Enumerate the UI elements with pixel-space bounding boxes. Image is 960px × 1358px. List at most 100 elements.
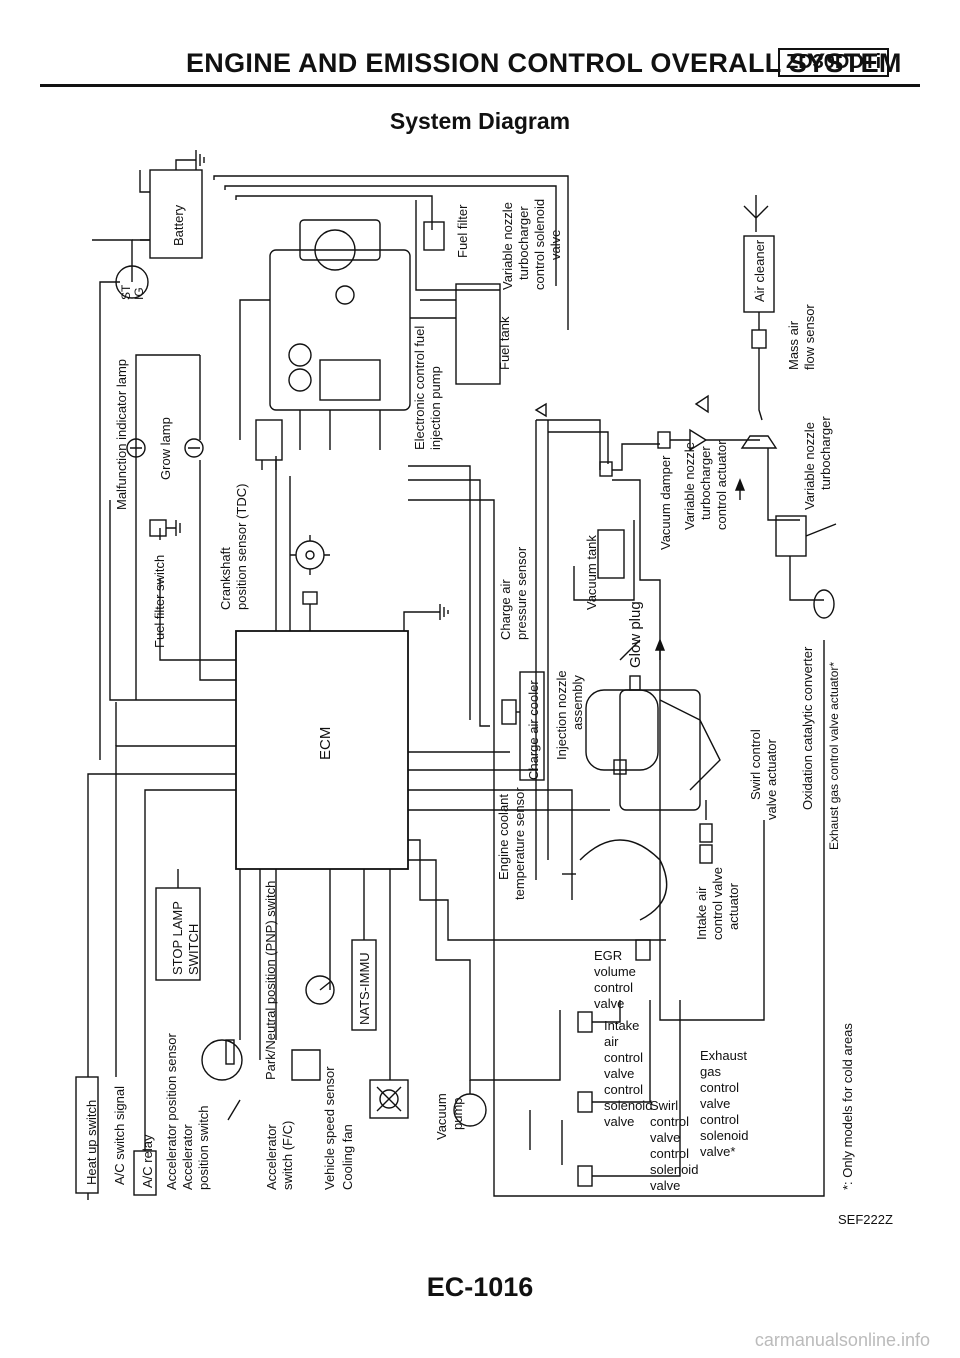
intake-air-valve-actuator: [699, 844, 713, 864]
engine-code-badge: ZD30DDTi: [778, 48, 890, 77]
svg-text:control: control: [650, 1146, 689, 1161]
engine-block: [619, 689, 701, 811]
injection-pump: [239, 219, 411, 470]
label-vnt-actuator-2: turbocharger: [698, 446, 713, 520]
label-fuel-filter: Fuel filter: [455, 204, 470, 258]
swirl-valve-actuator: [699, 823, 713, 843]
vehicle-speed-sensor: [305, 975, 335, 1005]
label-vehicle-speed-sensor: Vehicle speed sensor: [322, 1066, 337, 1190]
svg-text:valve: valve: [594, 996, 624, 1011]
swirl-control-actuator-sensor: [613, 759, 627, 775]
svg-text:solenoid: solenoid: [604, 1098, 652, 1113]
label-glow-plug: Glow plug: [627, 601, 644, 668]
turbocharger: [740, 435, 778, 449]
egr-label-stack: EGR volume control valve: [594, 948, 636, 1011]
label-ecm: ECM: [317, 727, 334, 760]
cooling-fan-box: [369, 1079, 409, 1119]
svg-text:EGR: EGR: [594, 948, 622, 963]
svg-text:Swirl: Swirl: [650, 1098, 678, 1113]
svg-text:control: control: [594, 980, 633, 995]
fuel-filter: [423, 221, 445, 251]
vacuum-tank: [597, 529, 625, 579]
label-cooling-fan: Cooling fan: [340, 1124, 355, 1190]
label-crankshaft-2: position sensor (TDC): [234, 484, 249, 610]
page-title: System Diagram: [389, 108, 571, 134]
glow-plug: [629, 675, 641, 691]
label-stop-lamp-2: SWITCH: [186, 924, 201, 975]
label-intake-air-actuator-2: control valve: [710, 867, 725, 940]
svg-text:valve: valve: [604, 1114, 634, 1129]
egr-control-valve: [635, 939, 651, 961]
label-vnt-solenoid-3: control solenoid: [532, 199, 547, 290]
mass-air-flow-sensor: [751, 329, 767, 349]
svg-text:Intake: Intake: [604, 1018, 639, 1033]
svg-text:control: control: [604, 1050, 643, 1065]
label-injection-pump-2: injection pump: [428, 366, 443, 450]
svg-text:valve: valve: [650, 1178, 680, 1193]
label-accel-switch-fc-2: switch (F/C): [280, 1121, 295, 1190]
label-heat-up-switch: Heat up switch: [84, 1100, 99, 1185]
crankshaft-sensor: [302, 591, 318, 605]
label-grow-lamp: Grow lamp: [158, 417, 173, 480]
charge-air-cooler: [519, 671, 545, 781]
ignition-switch: [115, 265, 149, 299]
label-ac-switch-signal: A/C switch signal: [112, 1086, 127, 1185]
label-vacuum-damper: Vacuum damper: [658, 455, 673, 550]
exhaust-gas-solenoid-label-stack: Exhaust gas control valve control soleno…: [700, 1048, 748, 1159]
vnt-solenoid-valve: [599, 461, 613, 477]
intake-manifold: [585, 689, 659, 771]
label-vnt-solenoid-2: turbocharger: [516, 206, 531, 280]
label-nats-immu: NATS-IMMU: [357, 952, 372, 1025]
label-ac-relay: A/C relay: [140, 1134, 155, 1188]
label-maf-1: Mass air: [786, 320, 801, 370]
svg-text:volume: volume: [594, 964, 636, 979]
label-charge-air-cooler: Charge air cooler: [526, 680, 541, 780]
svg-text:solenoid: solenoid: [650, 1162, 698, 1177]
label-intake-air-actuator-3: actuator: [726, 882, 741, 930]
svg-text:valve: valve: [650, 1130, 680, 1145]
label-charge-air-pressure-1: Charge air: [498, 579, 513, 640]
label-ignition-ig: IG: [132, 287, 146, 300]
swirl-solenoid: [577, 1091, 593, 1113]
label-vnt-solenoid-1: Variable nozzle: [500, 202, 515, 290]
label-accel-position-switch-2: position switch: [196, 1105, 211, 1190]
label-coolant-sensor-2: temperature sensor: [512, 787, 527, 900]
label-coolant-sensor-1: Engine coolant: [496, 794, 511, 880]
exhaust-gas-valve-actuator: [813, 589, 835, 619]
label-maf-2: flow sensor: [802, 304, 817, 370]
svg-text:control: control: [604, 1082, 643, 1097]
label-injection-nozzle-2: assembly: [570, 675, 585, 730]
heat-up-switch-box: [75, 1076, 99, 1194]
exhaust-gas-solenoid: [577, 1165, 593, 1187]
footnote: *: Only models for cold areas: [840, 1023, 855, 1190]
vacuum-damper: [657, 431, 671, 449]
label-vacuum-pump-1: Vacuum: [434, 1093, 449, 1140]
label-injection-pump-1: Electronic control fuel: [412, 326, 427, 450]
label-vnt-actuator-1: Variable nozzle: [682, 442, 697, 530]
pnp-switch: [291, 1049, 321, 1081]
label-intake-air-actuator-1: Intake air: [694, 886, 709, 940]
label-vacuum-pump-2: pump: [450, 1097, 465, 1130]
label-swirl-actuator-1: Swirl control: [748, 729, 763, 800]
label-air-cleaner: Air cleaner: [752, 239, 767, 302]
intake-air-solenoid: [577, 1011, 593, 1033]
figure-ref: SEF222Z: [838, 1212, 893, 1227]
svg-text:valve: valve: [604, 1066, 634, 1081]
svg-text:gas: gas: [700, 1064, 721, 1079]
header-rule: [40, 84, 920, 87]
label-malfunction-lamp: Malfunction indicator lamp: [114, 359, 129, 510]
grow-lamp-symbol: [184, 438, 204, 458]
fuel-tank: [455, 283, 501, 385]
accelerator-sensor: [201, 1039, 243, 1081]
oxidation-catalyst: [775, 515, 807, 557]
svg-text:air: air: [604, 1034, 619, 1049]
label-vn-turbo-2: turbocharger: [818, 416, 833, 490]
label-vnt-actuator-3: control actuator: [714, 440, 729, 530]
label-accel-position-sensor: Accelerator position sensor: [164, 1033, 179, 1190]
label-battery: Battery: [171, 204, 186, 246]
svg-text:control: control: [650, 1114, 689, 1129]
svg-text:valve*: valve*: [700, 1144, 735, 1159]
watermark: carmanualsonline.info: [754, 1330, 930, 1350]
svg-text:solenoid: solenoid: [700, 1128, 748, 1143]
